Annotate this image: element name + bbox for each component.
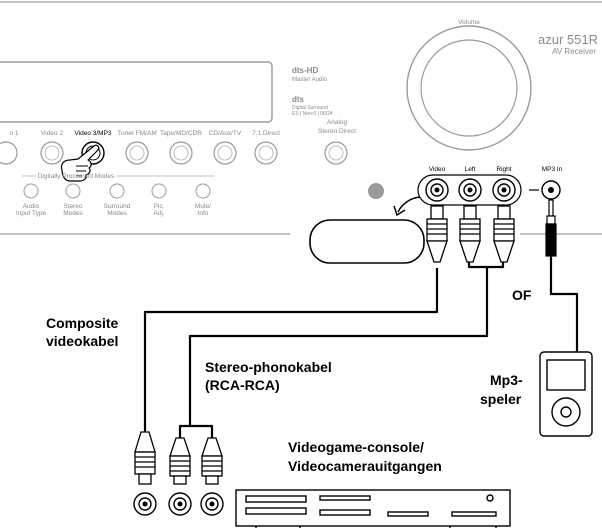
source-button-analog-stereo-direct[interactable]: Analog Stereo Direct (318, 119, 356, 165)
mode-button-mute-info[interactable]: Mute/ Info (195, 183, 211, 217)
left-audio-input-jack[interactable] (458, 178, 482, 202)
rca-plug-video-bottom (134, 431, 156, 485)
stereo-cable-left (467, 262, 487, 269)
video-output-jack (133, 492, 157, 516)
source-button-label: CD/Aux/TV (209, 130, 242, 137)
dts-hd-logo-text: dts-HD (292, 66, 318, 75)
source-button-label: Tuner FM/AM (117, 130, 157, 137)
source-button-7-1-direct[interactable]: 7.1 Direct (252, 130, 280, 165)
dts-hd-logo: dts-HD Master Audio (292, 66, 328, 83)
brand-sub: AV Receiver (552, 47, 596, 56)
jack-label-mp3: MP3 In (542, 166, 563, 173)
source-button-tape[interactable]: Tape/MD/CDR (160, 130, 202, 165)
modes-group: Digitally Processed Modes Audio Input Ty… (16, 173, 214, 217)
mode-label-2: Info (198, 210, 209, 217)
receiver-front-panel (0, 1, 602, 235)
mode-label-1: Surround (104, 203, 131, 210)
volume-knob[interactable]: Volume (406, 19, 532, 151)
label-videokabel: videokabel (46, 333, 118, 349)
mode-label-2: Input Type (16, 210, 47, 217)
dts-logo: dts Digital Surround ES | Neo:6 | 96/24 (292, 95, 333, 117)
source-button-label: Video 3/MP3 (74, 130, 111, 137)
mode-label-1: Pic. (154, 203, 165, 210)
label-composite: Composite (46, 315, 119, 331)
display-window (0, 61, 273, 123)
dts-hd-logo-sub: Master Audio (292, 77, 328, 83)
pressing-hand-icon (60, 144, 100, 182)
volume-label: Volume (458, 19, 480, 26)
source-output-jacks (133, 492, 224, 516)
source-button-label: Video 2 (41, 130, 63, 137)
source-button-video-2[interactable]: Video 2 (40, 130, 64, 165)
right-audio-input-jack[interactable] (492, 178, 516, 202)
mode-label-1: Stereo (63, 203, 83, 210)
dts-logo-sub-2: ES | Neo:6 | 96/24 (292, 111, 333, 117)
left-audio-output-jack (168, 492, 192, 516)
mode-button-surround-modes[interactable]: Surround Modes (104, 183, 131, 217)
mode-button-pic-adj[interactable]: Pic. Adj. (151, 183, 167, 217)
mode-button-stereo-modes[interactable]: Stereo Modes (63, 183, 84, 217)
dts-logo-sub-1: Digital Surround (292, 105, 328, 111)
analog-label-1: Analog (327, 119, 348, 126)
mode-button-audio-input-type[interactable]: Audio Input Type (16, 183, 47, 217)
brand-model: azur 551R (538, 32, 598, 47)
source-button-1[interactable]: o 1 (0, 130, 19, 165)
jack-label-left: Left (465, 166, 476, 173)
stereo-cable-right (487, 262, 505, 269)
jack-label-right: Right (496, 166, 511, 173)
rca-plug-right-bottom (201, 437, 223, 485)
mode-label-1: Mute/ (195, 203, 211, 210)
label-mp3: Mp3- (490, 372, 523, 388)
jack-label-video: Video (429, 166, 446, 173)
label-videogame-console: Videogame-console/ (288, 439, 424, 455)
label-rca-rca: (RCA-RCA) (205, 377, 280, 393)
front-input-panel: Video Left Right MP3 In (417, 166, 563, 206)
rca-plug-right-top (493, 205, 515, 263)
mode-label-2: Modes (107, 210, 127, 217)
label-videocamera-outputs: Videocamerauitgangen (288, 458, 442, 474)
ir-sensor (368, 183, 384, 199)
mode-label-2: Modes (63, 210, 83, 217)
label-speler: speler (480, 391, 522, 407)
stereo-cable-trunk (188, 267, 489, 410)
dts-logo-text: dts (292, 95, 305, 104)
mp3-jack-plug (545, 199, 557, 257)
game-console-device (235, 489, 511, 528)
rca-plug-left-top (459, 205, 481, 263)
label-or: OF (512, 287, 532, 303)
source-button-tuner[interactable]: Tuner FM/AM (117, 130, 157, 165)
mp3-player-icon (539, 351, 593, 437)
mode-label-2: Adj. (153, 210, 164, 217)
label-stereo-phonokabel: Stereo-phonokabel (205, 359, 332, 375)
rca-plug-video-top (426, 205, 448, 263)
source-buttons: o 1 Video 2 Video 3/MP3 Tuner FM/AM Tape… (0, 119, 356, 165)
front-cover-flap (309, 196, 425, 264)
video-input-jack[interactable] (425, 178, 449, 202)
source-button-cd[interactable]: CD/Aux/TV (209, 130, 242, 165)
composite-video-cable (143, 268, 439, 432)
source-button-label: Tape/MD/CDR (160, 130, 202, 137)
mp3-cable (549, 256, 579, 352)
source-button-label: o 1 (9, 130, 18, 137)
rca-plug-left-bottom (169, 437, 191, 485)
analog-label-2: Stereo Direct (318, 128, 356, 135)
stereo-cable-split (178, 424, 214, 438)
mode-label-1: Audio (23, 203, 40, 210)
source-button-label: 7.1 Direct (252, 130, 280, 137)
mp3-input-jack[interactable] (541, 180, 561, 200)
modes-header: Digitally Processed Modes (38, 173, 115, 180)
right-audio-output-jack (200, 492, 224, 516)
cables (143, 256, 579, 438)
